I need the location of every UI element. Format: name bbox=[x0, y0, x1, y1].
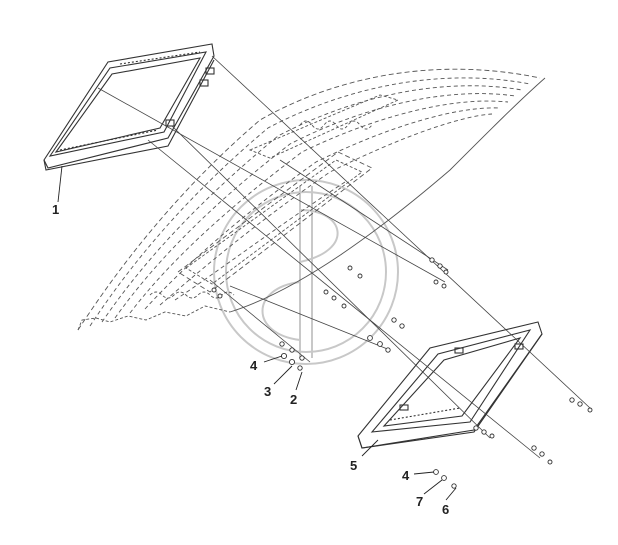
callout-7: 7 bbox=[416, 494, 423, 509]
callouts: 1 4 3 2 5 4 7 6 bbox=[52, 202, 449, 517]
inner-trim-frame bbox=[357, 321, 543, 449]
outer-hatch-frame bbox=[43, 43, 215, 171]
callout-2: 2 bbox=[290, 392, 297, 407]
roof-shell bbox=[77, 68, 546, 331]
assembly-axis-lines bbox=[97, 55, 591, 459]
callout-6: 6 bbox=[442, 502, 449, 517]
callout-4-upper: 4 bbox=[250, 358, 258, 373]
watermark-logo bbox=[213, 179, 399, 365]
fasteners bbox=[211, 257, 593, 489]
callout-5: 5 bbox=[350, 458, 357, 473]
leader-lines bbox=[57, 165, 457, 501]
callout-4-lower: 4 bbox=[402, 468, 410, 483]
callout-1: 1 bbox=[52, 202, 59, 217]
callout-3: 3 bbox=[264, 384, 271, 399]
